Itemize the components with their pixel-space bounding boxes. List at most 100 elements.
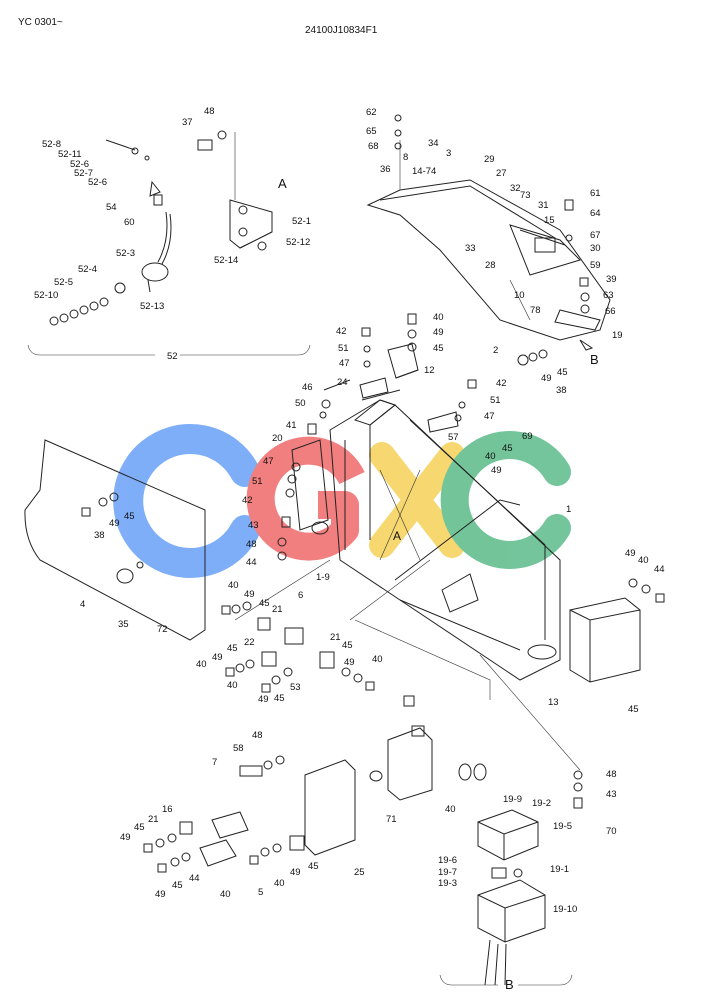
part-callout: 52-7	[74, 168, 93, 179]
part-callout: 35	[118, 619, 129, 630]
part-callout: 52-13	[140, 301, 164, 312]
view-A-label: A	[278, 176, 287, 191]
serial-range-label: YC 0301~	[18, 17, 63, 28]
part-callout: 49	[258, 694, 269, 705]
part-callout: 40	[445, 804, 456, 815]
part-callout: 52-6	[88, 177, 107, 188]
part-callout: 52-10	[34, 290, 58, 301]
part-callout: 58	[233, 743, 244, 754]
part-callout: 52-3	[116, 248, 135, 259]
part-callout: 19-6	[438, 855, 457, 866]
part-callout: 40	[433, 312, 444, 323]
part-callout: 54	[106, 202, 117, 213]
part-callout: 29	[484, 154, 495, 165]
part-callout: 14-74	[412, 166, 436, 177]
part-callout: 48	[606, 769, 617, 780]
part-callout: 45	[502, 443, 513, 454]
view-A-frame-label: A	[393, 529, 401, 543]
part-callout: 40	[220, 889, 231, 900]
part-callout: 49	[155, 889, 166, 900]
part-callout: 25	[354, 867, 365, 878]
part-callout: 13	[548, 697, 559, 708]
part-callout: 10	[514, 290, 525, 301]
part-callout: 39	[606, 274, 617, 285]
part-callout: 43	[248, 520, 259, 531]
part-callout: 40	[227, 680, 238, 691]
part-callout: 21	[148, 814, 159, 825]
watermark-logo	[113, 424, 571, 578]
part-callout: 53	[290, 682, 301, 693]
part-callout: 49	[344, 657, 355, 668]
part-callout: 52-1	[292, 216, 311, 227]
connection-lines	[234, 140, 581, 771]
part-callout: 46	[302, 382, 313, 393]
part-callout: 44	[189, 873, 200, 884]
part-callout: 42	[336, 326, 347, 337]
part-callout: 28	[485, 260, 496, 271]
part-callout: 57	[448, 432, 459, 443]
part-callout: 72	[157, 624, 168, 635]
part-callout: 48	[252, 730, 263, 741]
part-callout: 30	[590, 243, 601, 254]
part-callout: 67	[590, 230, 601, 241]
part-callout: 6	[298, 590, 303, 601]
part-callout: 47	[339, 358, 350, 369]
part-callout: 45	[433, 343, 444, 354]
part-callout: 36	[380, 164, 391, 175]
part-callout: 21	[272, 604, 283, 615]
part-callout: 45	[628, 704, 639, 715]
part-callout: 49	[541, 373, 552, 384]
part-callout: 50	[295, 398, 306, 409]
part-callout: 22	[244, 637, 255, 648]
part-callout: 62	[366, 107, 377, 118]
part-callout: 3	[446, 148, 451, 159]
part-callout: 37	[182, 117, 193, 128]
part-callout: 49	[625, 548, 636, 559]
part-callout: 33	[465, 243, 476, 254]
part-callout: 45	[259, 598, 270, 609]
part-callout: 45	[227, 643, 238, 654]
part-callout: 48	[204, 106, 215, 117]
part-callout: 27	[496, 168, 507, 179]
part-callout: 52-4	[78, 264, 97, 275]
side-cover-panel	[24, 439, 206, 641]
part-callout: 52-6	[70, 159, 89, 170]
part-callout: 43	[606, 789, 617, 800]
lower-bracket-assembly	[143, 695, 487, 873]
part-callout: 59	[590, 260, 601, 271]
part-callout: 42	[496, 378, 507, 389]
part-callout: 78	[530, 305, 541, 316]
part-callout: 44	[654, 564, 665, 575]
part-callout: 5	[258, 887, 263, 898]
part-callout: 40	[485, 451, 496, 462]
part-callout: 40	[196, 659, 207, 670]
part-callout: 19-10	[553, 904, 577, 915]
part-callout: 49	[244, 589, 255, 600]
part-callout: 1-9	[316, 572, 330, 583]
arrow-B-label: B	[590, 352, 599, 367]
group-B-label: B	[505, 977, 514, 992]
part-callout: 70	[606, 826, 617, 837]
part-callout: 49	[212, 652, 223, 663]
part-callout: 19-9	[503, 794, 522, 805]
part-callout: 12	[424, 365, 435, 376]
part-callout: 40	[638, 555, 649, 566]
part-callout: 34	[428, 138, 439, 149]
part-callout: 52-14	[214, 255, 238, 266]
part-callout: 45	[274, 693, 285, 704]
part-callout: 64	[590, 208, 601, 219]
part-callout: 49	[290, 867, 301, 878]
part-callout: 20	[272, 433, 283, 444]
part-callout: 71	[386, 814, 397, 825]
part-callout: 44	[246, 557, 257, 568]
part-callout: 40	[274, 878, 285, 889]
part-callout: 52-11	[58, 149, 82, 160]
part-callout: 40	[372, 654, 383, 665]
part-callout: 15	[544, 215, 555, 226]
upper-frame-assembly	[366, 114, 611, 366]
part-callout: 40	[228, 580, 239, 591]
part-callout: 73	[520, 190, 531, 201]
part-callout: 66	[605, 306, 616, 317]
part-callout: 1	[566, 504, 571, 515]
